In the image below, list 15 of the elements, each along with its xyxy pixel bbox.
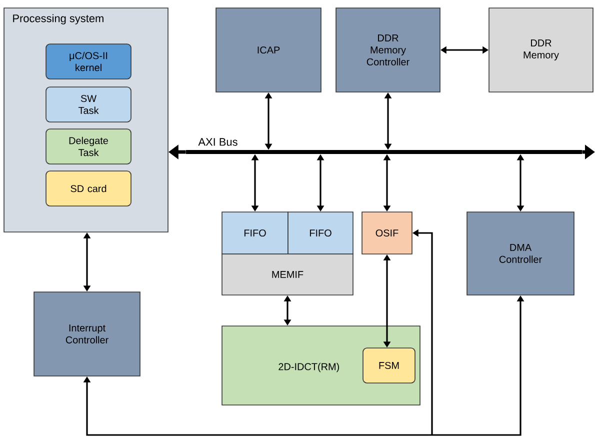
fifo-box: FIFO bbox=[222, 212, 288, 254]
controller-box: Interrupt Controller bbox=[34, 292, 140, 376]
memory-box: DDR Memory bbox=[488, 8, 594, 92]
state-machine-box: FSM bbox=[362, 348, 416, 384]
kernel-box: μC/OS-II kernel bbox=[46, 44, 132, 80]
task-box: SW Task bbox=[46, 86, 132, 122]
fifo-box: FIFO bbox=[288, 212, 354, 254]
storage-box: SD card bbox=[46, 170, 132, 206]
task-box: Delegate Task bbox=[46, 128, 132, 164]
controller-box: DMA Controller bbox=[466, 212, 574, 296]
controller-box: DDR Memory Controller bbox=[336, 8, 440, 92]
interface-box: MEMIF bbox=[222, 254, 354, 296]
bus-line: AXI Bus bbox=[186, 138, 582, 154]
interface-box: OSIF bbox=[362, 212, 412, 254]
module-box: ICAP bbox=[216, 8, 322, 92]
